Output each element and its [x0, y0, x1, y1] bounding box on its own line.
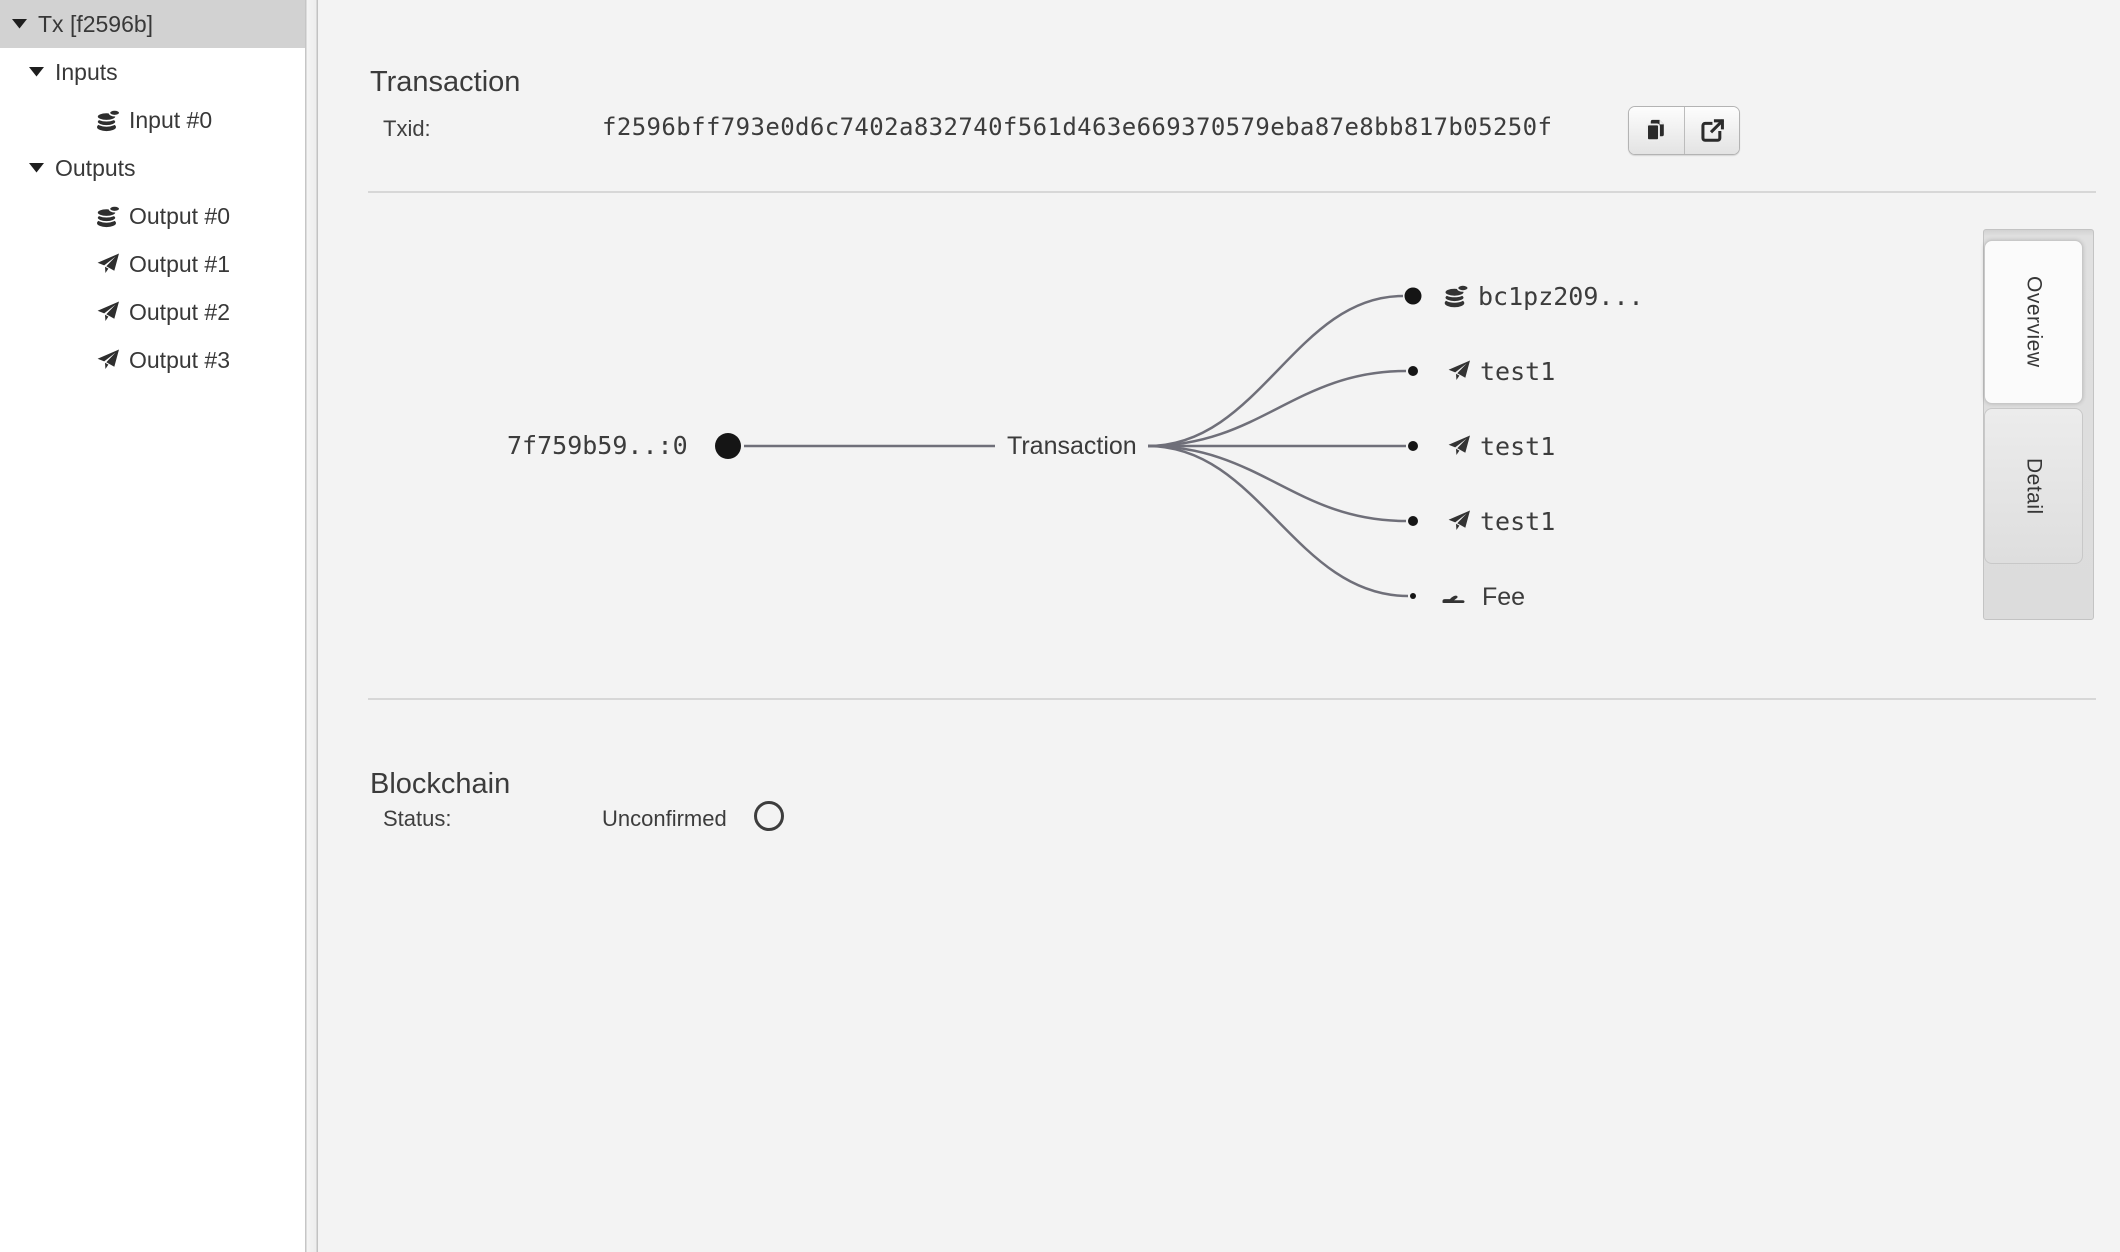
graph-output-1[interactable]: test1: [1408, 357, 1555, 386]
section-separator: [368, 191, 2096, 193]
tree-item-label: Inputs: [55, 58, 118, 85]
tree-item-output-2[interactable]: Output #2: [0, 288, 305, 336]
transaction-section-title: Transaction: [370, 66, 521, 99]
external-link-icon: [1700, 119, 1724, 142]
status-label: Status:: [383, 806, 452, 831]
status-value: Unconfirmed: [602, 806, 727, 831]
transaction-tree-sidebar: Tx [f2596b] Inputs Input #0 Outputs: [0, 0, 305, 1252]
send-icon: [1448, 360, 1470, 380]
tree-item-label: Tx [f2596b]: [38, 10, 154, 37]
send-icon: [97, 301, 119, 321]
tree-item-output-1[interactable]: Output #1: [0, 240, 305, 288]
output-wallet-label[interactable]: test1: [1480, 432, 1555, 461]
copy-txid-button[interactable]: [1629, 107, 1684, 154]
send-icon: [1448, 435, 1470, 455]
tree-item-outputs[interactable]: Outputs: [0, 144, 305, 192]
hand-holding-icon: [1442, 595, 1465, 603]
output-dot[interactable]: [1408, 366, 1418, 376]
output-wallet-label[interactable]: test1: [1480, 507, 1555, 536]
tree-item-label: Input #0: [129, 106, 213, 133]
tree-item-label: Output #3: [129, 346, 231, 373]
tree-item-tx[interactable]: Tx [f2596b]: [0, 0, 305, 48]
coins-icon: [96, 109, 120, 132]
section-separator: [368, 698, 2096, 700]
collapse-triangle-icon[interactable]: [29, 163, 44, 173]
tree-item-label: Output #1: [129, 250, 231, 277]
wire-output-4: [1147, 444, 1409, 598]
wire-output-0: [1147, 294, 1404, 448]
tree-item-output-3[interactable]: Output #3: [0, 336, 305, 384]
txid-value[interactable]: f2596bff793e0d6c7402a832740f561d463e6693…: [602, 113, 1553, 141]
txid-actions: [1628, 106, 1740, 155]
tab-detail-label: Detail: [2022, 457, 2046, 515]
input-dot[interactable]: [715, 433, 741, 459]
collapse-triangle-icon[interactable]: [29, 67, 44, 77]
tab-overview[interactable]: Overview: [1984, 240, 2083, 404]
txid-label: Txid:: [383, 116, 431, 141]
send-icon: [1448, 510, 1470, 530]
wire-output-3: [1147, 444, 1407, 523]
tab-overview-label: Overview: [2022, 276, 2046, 368]
transaction-main-panel: Transaction Txid: f2596bff793e0d6c7402a8…: [318, 0, 2120, 1252]
collapse-triangle-icon[interactable]: [12, 19, 27, 29]
send-icon: [97, 253, 119, 273]
tab-detail[interactable]: Detail: [1984, 408, 2083, 564]
tree-item-label: Outputs: [55, 154, 136, 181]
tree-item-label: Output #2: [129, 298, 231, 325]
copy-icon: [1646, 119, 1665, 142]
send-icon: [97, 349, 119, 369]
graph-output-fee[interactable]: Fee: [1410, 583, 1525, 611]
open-in-explorer-button[interactable]: [1684, 107, 1739, 154]
tree-item-label: Output #0: [129, 202, 231, 229]
transaction-graph: 7f759b59..:0 Transaction bc1pz: [507, 282, 1644, 611]
output-dot[interactable]: [1404, 287, 1422, 305]
tree-item-output-0[interactable]: Output #0: [0, 192, 305, 240]
output-address-label[interactable]: bc1pz209...: [1478, 282, 1644, 311]
tree-item-inputs[interactable]: Inputs: [0, 48, 305, 96]
tree-item-input-0[interactable]: Input #0: [0, 96, 305, 144]
unconfirmed-circle-icon: [754, 801, 784, 831]
output-dot[interactable]: [1408, 441, 1418, 451]
blockchain-section-title: Blockchain: [370, 768, 511, 801]
sidebar-resize-divider[interactable]: [305, 0, 318, 1252]
coins-icon: [96, 205, 120, 228]
input-utxo-label[interactable]: 7f759b59..:0: [507, 431, 688, 460]
graph-output-2[interactable]: test1: [1408, 432, 1555, 461]
coins-icon: [1443, 284, 1470, 308]
fee-label[interactable]: Fee: [1482, 583, 1525, 611]
output-dot[interactable]: [1410, 593, 1416, 599]
view-tab-strip: Overview Detail: [1983, 229, 2094, 620]
graph-output-3[interactable]: test1: [1408, 507, 1555, 536]
output-wires: [1147, 294, 1409, 598]
output-wallet-label[interactable]: test1: [1480, 357, 1555, 386]
graph-output-0[interactable]: bc1pz209...: [1404, 282, 1644, 311]
transaction-node-label: Transaction: [1007, 432, 1137, 460]
graph-input[interactable]: 7f759b59..:0: [507, 431, 995, 460]
output-dot[interactable]: [1408, 516, 1418, 526]
wire-output-1: [1147, 369, 1407, 448]
